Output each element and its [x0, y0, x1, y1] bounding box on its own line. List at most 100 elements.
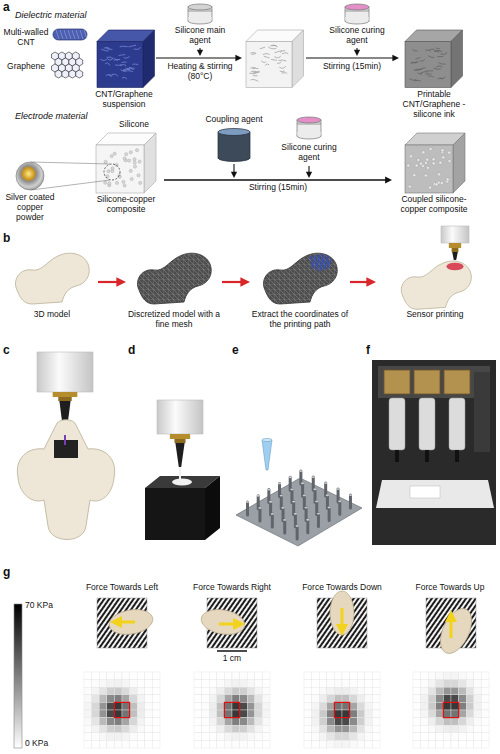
panel-letter: b — [3, 232, 17, 245]
pressure-map — [122, 710, 130, 718]
print-nozzle — [441, 226, 469, 260]
pressure-map — [334, 702, 342, 710]
pressure-map — [152, 702, 160, 710]
pressure-map — [312, 718, 320, 726]
pressure-map — [342, 695, 350, 703]
silicone-mix-cube — [260, 47, 265, 49]
curing-beaker — [345, 17, 368, 21]
pressure-map — [255, 687, 263, 695]
pour-arrow — [354, 50, 360, 56]
silicone-copper-cube — [129, 151, 132, 154]
printer-photo — [444, 370, 470, 394]
mesh-model — [137, 253, 211, 304]
pressure-map — [202, 740, 210, 748]
pressure-map — [232, 695, 240, 703]
nozzle-array-render — [236, 478, 362, 546]
process-arrow — [350, 277, 376, 287]
pressure-map — [466, 687, 474, 695]
pressure-map — [194, 695, 202, 703]
coupled-cube — [446, 178, 449, 181]
pressure-map — [436, 702, 444, 710]
item-caption: Discretized model with a fine mesh — [126, 310, 222, 330]
pressure-map — [107, 680, 115, 688]
silicone-copper-cube — [123, 157, 126, 160]
panel-letter: f — [366, 344, 380, 357]
item-caption: 3D model — [6, 310, 98, 320]
pressure-map — [194, 672, 202, 680]
pressure-map — [327, 733, 335, 741]
nozzle-array-render — [317, 514, 320, 527]
pressure-map — [312, 733, 320, 741]
pressure-map — [99, 718, 107, 726]
pressure-map — [421, 672, 429, 680]
cnt-suspension-cube — [106, 75, 112, 77]
finger-photo — [317, 591, 367, 648]
silicone-mix-cube — [279, 66, 286, 68]
pressure-map — [413, 680, 421, 688]
pressure-map — [365, 740, 373, 748]
pressure-map — [451, 740, 459, 748]
pressure-map — [428, 733, 436, 741]
pressure-map — [304, 695, 312, 703]
pressure-map — [451, 680, 459, 688]
pressure-map — [304, 702, 312, 710]
nozzle-array-render — [280, 495, 283, 497]
pressure-map — [209, 680, 217, 688]
pressure-map — [247, 740, 255, 748]
pressure-map — [122, 740, 130, 748]
pressure-map — [372, 687, 380, 695]
pressure-map — [247, 718, 255, 726]
pressure-map — [202, 687, 210, 695]
nozzle-array-render — [262, 440, 272, 470]
coupled-cube — [453, 133, 465, 193]
coupled-cube — [429, 147, 432, 150]
pressure-map — [130, 672, 138, 680]
silicone-mix-cube — [280, 71, 285, 72]
bone-model — [15, 253, 89, 304]
nozzle-array-render — [281, 507, 284, 509]
cnt-suspension-cube — [123, 69, 129, 70]
pressure-map — [84, 702, 92, 710]
pressure-map — [342, 740, 350, 748]
pressure-map — [474, 710, 482, 718]
pressure-map — [152, 718, 160, 726]
pressure-map — [327, 672, 335, 680]
pressure-map — [451, 695, 459, 703]
graphene-lattice — [62, 70, 69, 78]
print-nozzle — [452, 248, 459, 252]
print-nozzle — [449, 243, 461, 248]
scale-bar — [217, 650, 247, 652]
pressure-map — [99, 725, 107, 733]
pressure-map — [372, 710, 380, 718]
pressure-map — [240, 695, 248, 703]
printer-photo — [474, 372, 490, 452]
pressure-map — [99, 740, 107, 748]
nozzle-array-render — [289, 476, 292, 478]
pressure-map — [436, 695, 444, 703]
cnt-tube — [76, 30, 79, 39]
print-nozzle — [170, 434, 190, 439]
pressure-map — [240, 740, 248, 748]
pressure-map — [145, 672, 153, 680]
pressure-map — [232, 702, 240, 710]
reagent-label: Coupling agent — [196, 115, 272, 125]
silicone-mix-cube — [279, 60, 287, 61]
printer-photo — [410, 486, 440, 498]
pressure-map — [107, 710, 115, 718]
pressure-map — [372, 695, 380, 703]
pressure-map — [327, 740, 335, 748]
nozzle-array-render — [306, 519, 309, 521]
silicone-mix-cube — [282, 72, 288, 74]
pressure-map — [334, 702, 349, 717]
printer-photo — [425, 450, 429, 462]
pressure-map — [130, 740, 138, 748]
pressure-map — [474, 733, 482, 741]
pressure-map — [481, 672, 489, 680]
pressure-map — [466, 680, 474, 688]
cnt-tube — [56, 30, 59, 39]
pressure-map — [122, 695, 130, 703]
pressure-map — [443, 702, 458, 717]
nozzle-array-render — [283, 520, 286, 533]
pressure-map — [84, 740, 92, 748]
